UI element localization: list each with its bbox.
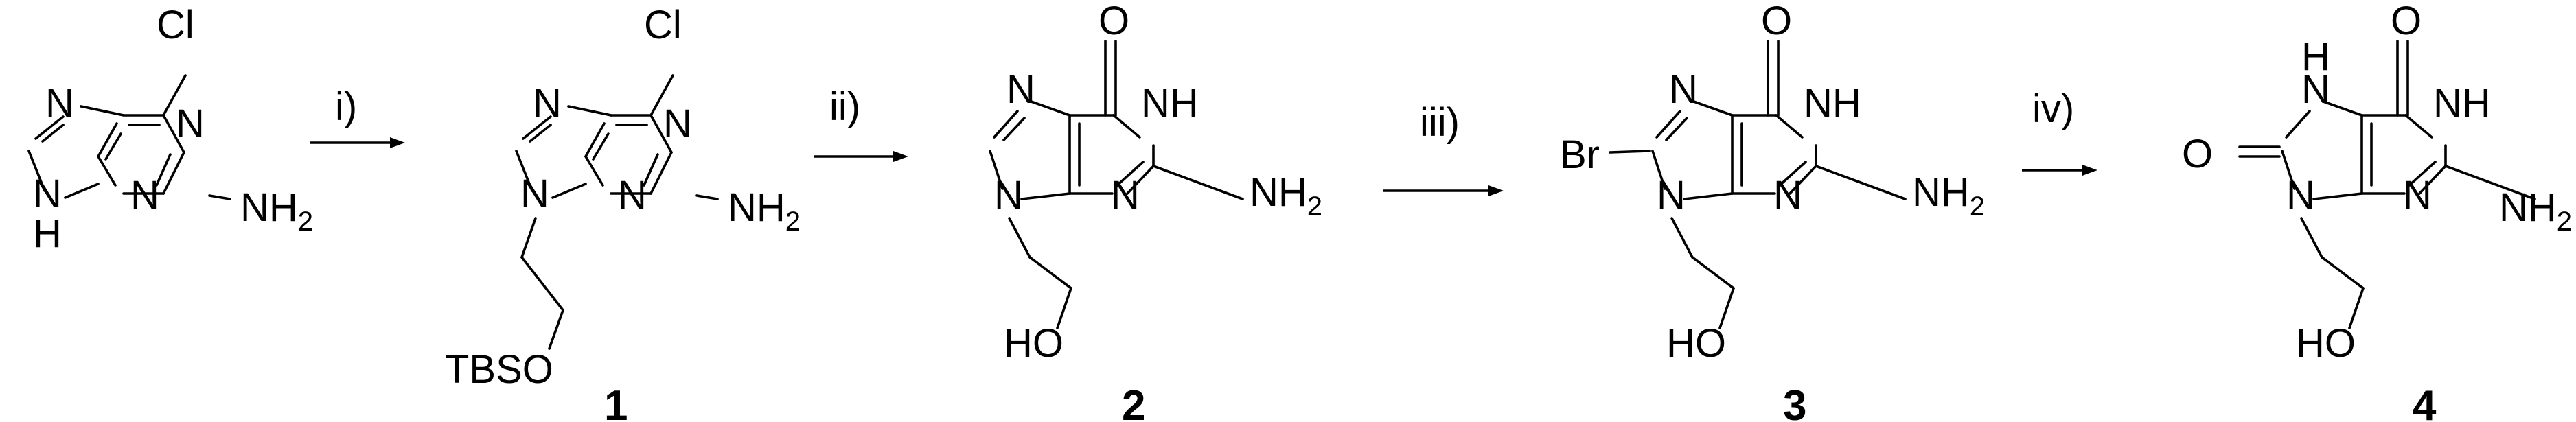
starting-material: Cl N N N N H NH2 (27, 3, 313, 256)
n1-atom: N (663, 102, 692, 146)
cl-atom: Cl (157, 3, 194, 47)
tbso-group: TBSO (445, 347, 553, 392)
nh2-group: NH2 (1912, 170, 1985, 222)
ho-group: HO (1004, 321, 1063, 366)
n1h-group: NH (2433, 81, 2491, 126)
nh2-group: NH2 (2499, 185, 2572, 237)
reaction-arrow-1: i) (310, 84, 405, 148)
n3-atom: N (130, 173, 159, 218)
n3-atom: N (1111, 173, 1140, 218)
n7-atom: N (1007, 67, 1035, 112)
o8-atom: O (2182, 132, 2213, 176)
reagent-label-3: iii) (1420, 100, 1460, 145)
nh2-group: NH2 (240, 185, 313, 237)
n1-atom: N (176, 102, 205, 146)
n9-atom: N (2286, 173, 2315, 218)
reagent-label-4: iv) (2032, 86, 2074, 131)
ho-group: HO (2296, 321, 2356, 366)
n7-atom: N (2301, 67, 2330, 112)
n7h-h-atom: H (2301, 34, 2330, 79)
compound-label-3: 3 (1783, 382, 1806, 422)
n3-atom: N (2403, 173, 2432, 218)
n3-atom: N (1773, 173, 1802, 218)
n1h-group: NH (1804, 81, 1861, 126)
reaction-arrow-4: iv) (2022, 86, 2097, 176)
reagent-label-1: i) (335, 84, 357, 129)
n7-atom: N (45, 81, 74, 126)
o-atom: O (1761, 0, 1792, 43)
br-atom: Br (1560, 132, 1600, 177)
n9-atom: N (520, 172, 549, 216)
nh2-group: NH2 (728, 185, 801, 237)
reagent-label-2: ii) (829, 84, 860, 129)
compound-2: O N NH N N NH2 HO 2 (989, 0, 1322, 422)
n9-atom: N (1657, 173, 1686, 218)
n7-atom: N (1669, 67, 1698, 112)
compound-1: Cl N N N N NH2 TBSO 1 (445, 3, 801, 422)
reaction-arrow-2: ii) (814, 84, 908, 162)
reaction-arrow-3: iii) (1383, 100, 1504, 196)
n7-atom: N (533, 81, 562, 126)
n1h-group: NH (1141, 81, 1199, 126)
o-atom: O (1099, 0, 1129, 43)
ho-group: HO (1666, 321, 1726, 366)
compound-label-1: 1 (604, 382, 628, 422)
nh2-group: NH2 (1250, 170, 1322, 222)
o6-atom: O (2391, 0, 2422, 43)
compound-3: O N NH N N Br NH2 HO 3 (1560, 0, 1985, 422)
n9-atom: N (994, 173, 1023, 218)
n9-atom: N (33, 172, 62, 216)
n3-atom: N (618, 173, 647, 218)
compound-label-4: 4 (2413, 382, 2437, 422)
n9-h-atom: H (33, 211, 62, 256)
compound-label-2: 2 (1122, 382, 1145, 422)
cl-atom: Cl (644, 3, 682, 47)
compound-4: O H N NH N N O NH2 HO 4 (2182, 0, 2572, 422)
